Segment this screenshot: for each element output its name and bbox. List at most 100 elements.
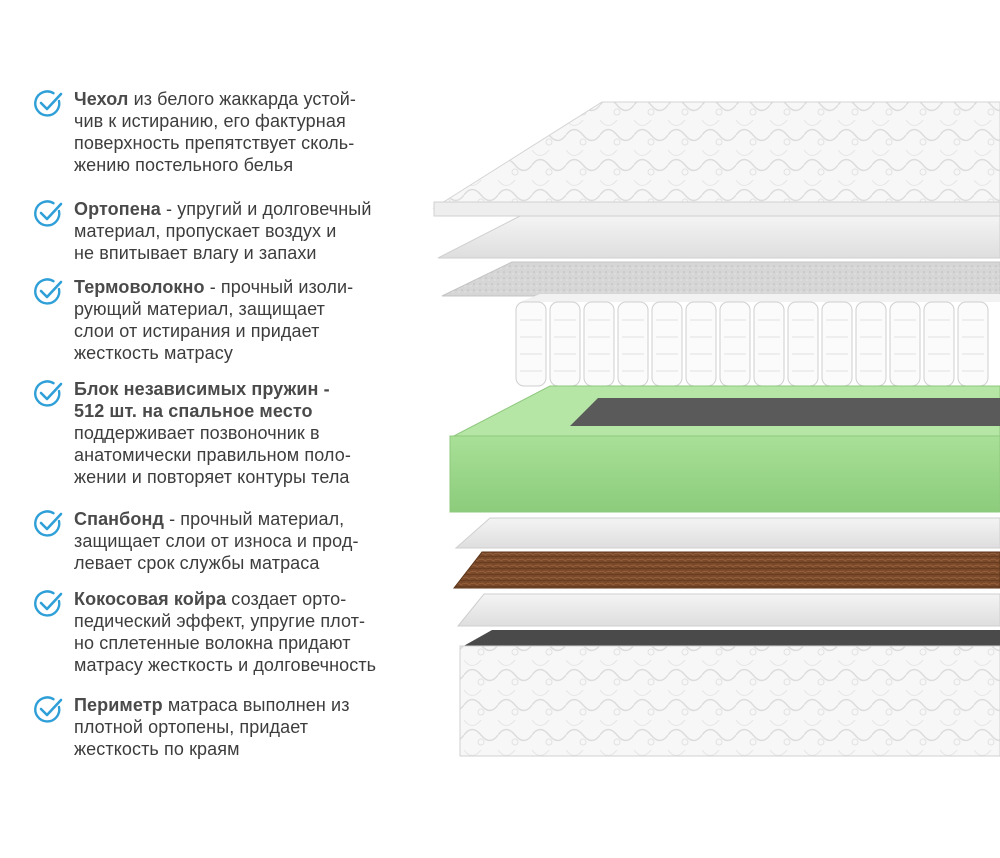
spring-pocket [957,301,989,387]
feature-line: жесткость по краям [74,738,350,760]
feature-term: Ортопена [74,199,161,219]
feature-term: Чехол [74,89,129,109]
feature-term: Периметр [74,695,163,715]
spring-pocket [685,301,717,387]
check-circle-icon [34,380,63,407]
feature-description: матраса выполнен из [162,695,350,715]
feature-description: поддерживает позвоночник в [74,423,320,443]
feature-item: Чехол из белого жаккарда устой-чив к ист… [32,88,432,176]
perimeter-foam-layer [449,385,1000,513]
spring-pocket [889,301,921,387]
feature-term: Термоволокно [74,277,205,297]
spring-pocket [515,301,547,387]
feature-line: левает срок службы матраса [74,552,359,574]
check-circle-icon [34,590,63,617]
feature-description: поверхность препятствует сколь- [74,133,355,153]
spring-pocket [753,301,785,387]
feature-text: Чехол из белого жаккарда устой-чив к ист… [74,88,356,176]
feature-line: поверхность препятствует сколь- [74,132,356,154]
feature-text: Термоволокно - прочный изоли-рующий мате… [74,276,353,364]
feature-text: Спанбонд - прочный материал,защищает сло… [74,508,359,574]
feature-term: Кокосовая койра [74,589,227,609]
feature-description: жесткость по краям [74,739,240,759]
feature-description: защищает слои от износа и прод- [74,531,359,551]
feature-description: - прочный материал, [163,509,345,529]
feature-term: Спанбонд [74,509,164,529]
spring-pocket [923,301,955,387]
feature-item: Спанбонд - прочный материал,защищает сло… [32,508,432,574]
feature-line: материал, пропускает воздух и [74,220,371,242]
ortofoam-layer [437,215,1000,259]
feature-line: Блок независимых пружин - [74,378,351,400]
spring-pocket [549,301,581,387]
feature-line: Чехол из белого жаккарда устой- [74,88,356,110]
spring-pocket [821,301,853,387]
feature-line: Кокосовая койра создает орто- [74,588,376,610]
feature-line: жении и повторяет контуры тела [74,466,351,488]
check-circle-icon [34,510,63,537]
feature-line: поддерживает позвоночник в [74,422,351,444]
feature-text: Блок независимых пружин -512 шт. на спал… [74,378,351,488]
bottom-cover-layer [459,630,1000,757]
feature-description: жесткость матрасу [74,343,233,363]
feature-description: слои от истирания и придает [74,321,320,341]
feature-line: Термоволокно - прочный изоли- [74,276,353,298]
spring-pocket [719,301,751,387]
feature-line: матрасу жесткость и долговечность [74,654,376,676]
feature-line: 512 шт. на спальное место [74,400,351,422]
feature-line: рующий материал, защищает [74,298,353,320]
check-circle-icon [34,90,63,117]
feature-description: жению постельного белья [74,155,294,175]
feature-line: не впитывает влагу и запахи [74,242,371,264]
feature-line: жесткость матрасу [74,342,353,364]
feature-line: педический эффект, упругие плот- [74,610,376,632]
spunbond-bottom-layer [456,593,1000,627]
feature-description: жении и повторяет контуры тела [74,467,350,487]
feature-description: из белого жаккарда устой- [128,89,357,109]
feature-line: анатомически правильном поло- [74,444,351,466]
feature-term: 512 шт. на спальное место [74,401,313,421]
spunbond-layer [454,517,1000,549]
spring-pocket [787,301,819,387]
feature-description: - упругий и долговечный [160,199,372,219]
feature-description: матрасу жесткость и долговечность [74,655,377,675]
check-circle-icon [34,200,63,227]
feature-description: рующий материал, защищает [74,299,325,319]
feature-description: не впитывает влагу и запахи [74,243,317,263]
feature-line: Ортопена - упругий и долговечный [74,198,371,220]
cover-layer [432,101,1000,217]
feature-line: защищает слои от износа и прод- [74,530,359,552]
feature-description: левает срок службы матраса [74,553,320,573]
feature-description: анатомически правильном поло- [74,445,351,465]
feature-item: Блок независимых пружин -512 шт. на спал… [32,378,432,488]
feature-line: Периметр матраса выполнен из [74,694,350,716]
feature-description: создает орто- [226,589,347,609]
spring-block-layer [515,294,1000,387]
feature-description: материал, пропускает воздух и [74,221,337,241]
feature-line: слои от истирания и придает [74,320,353,342]
feature-item: Термоволокно - прочный изоли-рующий мате… [32,276,432,364]
feature-line: жению постельного белья [74,154,356,176]
feature-line: чив к истиранию, его фактурная [74,110,356,132]
spring-pocket [651,301,683,387]
feature-text: Кокосовая койра создает орто-педический … [74,588,376,676]
thermofiber-layer [441,261,1000,297]
coir-layer [452,551,1000,589]
feature-description: чив к истиранию, его фактурная [74,111,346,131]
feature-term: Блок независимых пружин - [74,379,330,399]
feature-line: но сплетенные волокна придают [74,632,376,654]
feature-description: плотной ортопены, придает [74,717,309,737]
feature-description: но сплетенные волокна придают [74,633,351,653]
spring-pocket [583,301,615,387]
feature-line: Спанбонд - прочный материал, [74,508,359,530]
check-circle-icon [34,696,63,723]
spring-pocket [855,301,887,387]
feature-item: Кокосовая койра создает орто-педический … [32,588,432,676]
check-circle-icon [34,278,63,305]
feature-description: педический эффект, упругие плот- [74,611,366,631]
feature-description: - прочный изоли- [204,277,354,297]
